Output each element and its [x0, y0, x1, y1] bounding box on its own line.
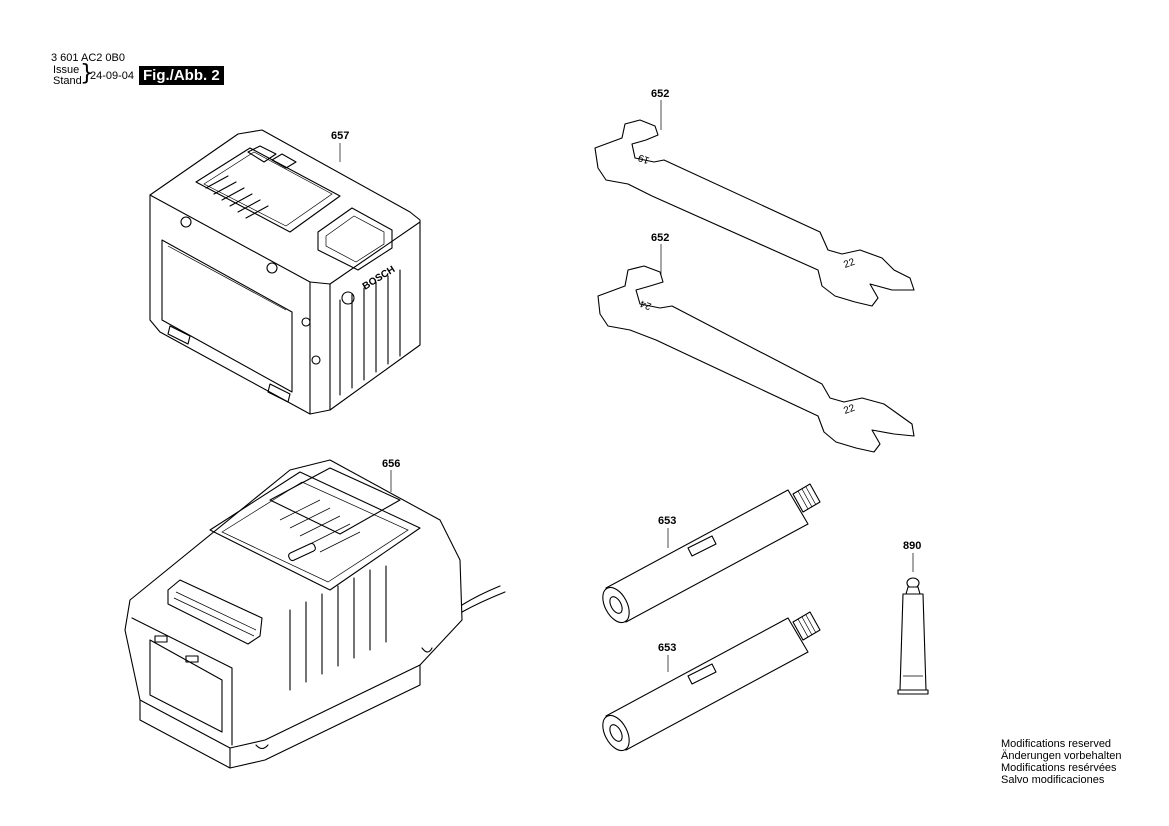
wrench-2-illustration: 24 22 — [597, 244, 915, 453]
wrench-1-illustration: 19 22 — [594, 100, 915, 307]
notice-line-en: Modifications reserved — [1001, 738, 1112, 750]
extension-rod-1-illustration — [602, 483, 821, 624]
callout-extension-rod-1: 653 — [658, 515, 677, 527]
battery-pack-illustration: BOSCH — [149, 129, 421, 415]
figure-label: Fig./Abb. 2 — [139, 66, 224, 85]
issue-label: Issue Stand — [53, 65, 82, 87]
callout-wrench-2: 652 — [651, 232, 670, 244]
modifications-notice: Modifications reserved Änderungen vorbeh… — [1001, 738, 1121, 786]
svg-text:24: 24 — [638, 297, 653, 311]
brand-logo: BOSCH — [361, 264, 397, 292]
document-number: 3 601 AC2 0B0 — [51, 52, 126, 64]
notice-line-es: Salvo modificaciones — [1001, 774, 1105, 786]
issue-label-line1: Issue — [53, 64, 80, 76]
charger-illustration — [124, 459, 506, 769]
issue-date: 24-09-04 — [90, 70, 135, 82]
svg-text:22: 22 — [842, 257, 857, 271]
brace-icon: } — [80, 61, 94, 86]
issue-label-line2: Stand — [53, 75, 82, 87]
notice-line-fr: Modifications resérvées — [1001, 762, 1117, 774]
callout-battery: 657 — [331, 130, 350, 142]
callout-charger: 656 — [382, 458, 401, 470]
callout-extension-rod-2: 653 — [658, 642, 677, 654]
svg-text:19: 19 — [636, 151, 651, 165]
svg-text:22: 22 — [842, 403, 857, 417]
callout-grease-tube: 890 — [903, 540, 922, 552]
callout-wrench-1: 652 — [651, 88, 670, 100]
grease-tube-illustration — [897, 553, 929, 695]
extension-rod-2-illustration — [602, 611, 821, 752]
notice-line-de: Änderungen vorbehalten — [1001, 750, 1122, 762]
